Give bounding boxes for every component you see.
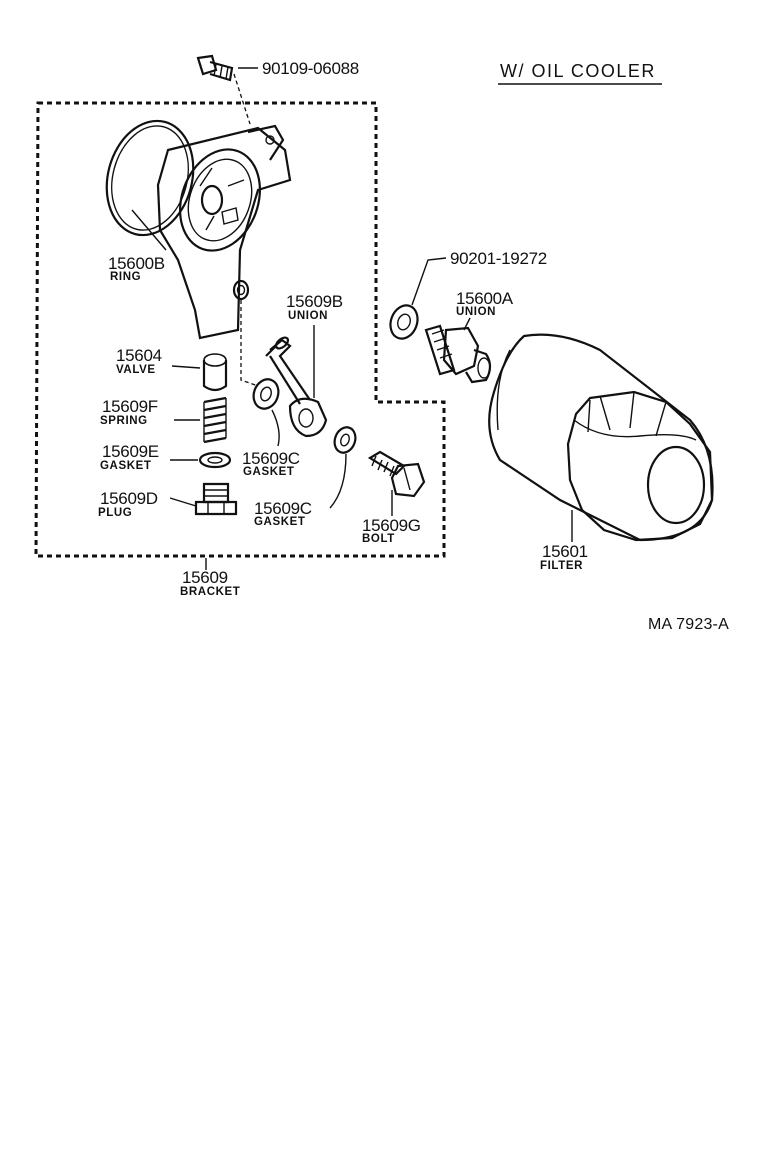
part-number-15609C-1: 15609C bbox=[242, 449, 300, 468]
part-number-15600A: 15600A bbox=[456, 289, 513, 308]
gasket-e-part bbox=[198, 451, 232, 469]
leader-15600B bbox=[131, 209, 167, 251]
bracket-body bbox=[105, 119, 292, 387]
part-name-bracket: BRACKET bbox=[180, 586, 241, 598]
part-number-15609: 15609 bbox=[182, 568, 228, 587]
bracket-boundary bbox=[34, 101, 446, 558]
part-number-15604: 15604 bbox=[116, 346, 162, 365]
part-name-bolt: BOLT bbox=[362, 533, 395, 545]
leader-90201 bbox=[411, 257, 447, 306]
part-name-valve: VALVE bbox=[116, 364, 156, 376]
gasket-c2-part bbox=[333, 426, 357, 454]
leader-15604 bbox=[171, 365, 201, 369]
screw-part bbox=[196, 54, 251, 125]
gasket-c1-part bbox=[252, 378, 280, 410]
leader-15600A bbox=[463, 317, 471, 331]
part-number-15600B: 15600B bbox=[108, 254, 165, 273]
part-number-15609G: 15609G bbox=[362, 516, 421, 535]
part-number-15609B: 15609B bbox=[286, 292, 343, 311]
valve-part bbox=[202, 353, 228, 392]
union-b-part bbox=[265, 336, 328, 438]
spring-part bbox=[203, 396, 227, 444]
part-name-ring: RING bbox=[110, 271, 142, 283]
part-number-15609E: 15609E bbox=[102, 442, 159, 461]
part-name-filter: FILTER bbox=[540, 560, 583, 572]
filter-part bbox=[488, 333, 714, 542]
part-number-90201: 90201-19272 bbox=[450, 249, 547, 268]
bolt-part bbox=[367, 450, 426, 498]
part-number-15609C-2: 15609C bbox=[254, 499, 312, 518]
gasket-90201-part bbox=[389, 304, 419, 340]
part-number-15609D: 15609D bbox=[100, 489, 158, 508]
part-name-gasket-e: GASKET bbox=[100, 460, 152, 472]
part-number-15601: 15601 bbox=[542, 542, 588, 561]
part-name-union-b: UNION bbox=[288, 310, 329, 322]
leader-15609C-1 bbox=[271, 409, 280, 447]
leader-15609C-2 bbox=[329, 453, 347, 509]
part-name-union-a: UNION bbox=[456, 306, 497, 318]
part-name-plug: PLUG bbox=[98, 507, 133, 519]
part-name-spring: SPRING bbox=[100, 415, 148, 427]
part-number-15609F: 15609F bbox=[102, 397, 158, 416]
union-a-part bbox=[424, 324, 492, 384]
part-name-gasket-c2: GASKET bbox=[254, 516, 306, 528]
diagram-title: W/ OIL COOLER bbox=[500, 61, 656, 81]
plug-part bbox=[194, 482, 238, 516]
part-name-gasket-c1: GASKET bbox=[243, 466, 295, 478]
figure-code: MA 7923-A bbox=[648, 616, 729, 633]
part-number-90109: 90109-06088 bbox=[262, 59, 359, 78]
leader-15609D bbox=[169, 497, 197, 507]
